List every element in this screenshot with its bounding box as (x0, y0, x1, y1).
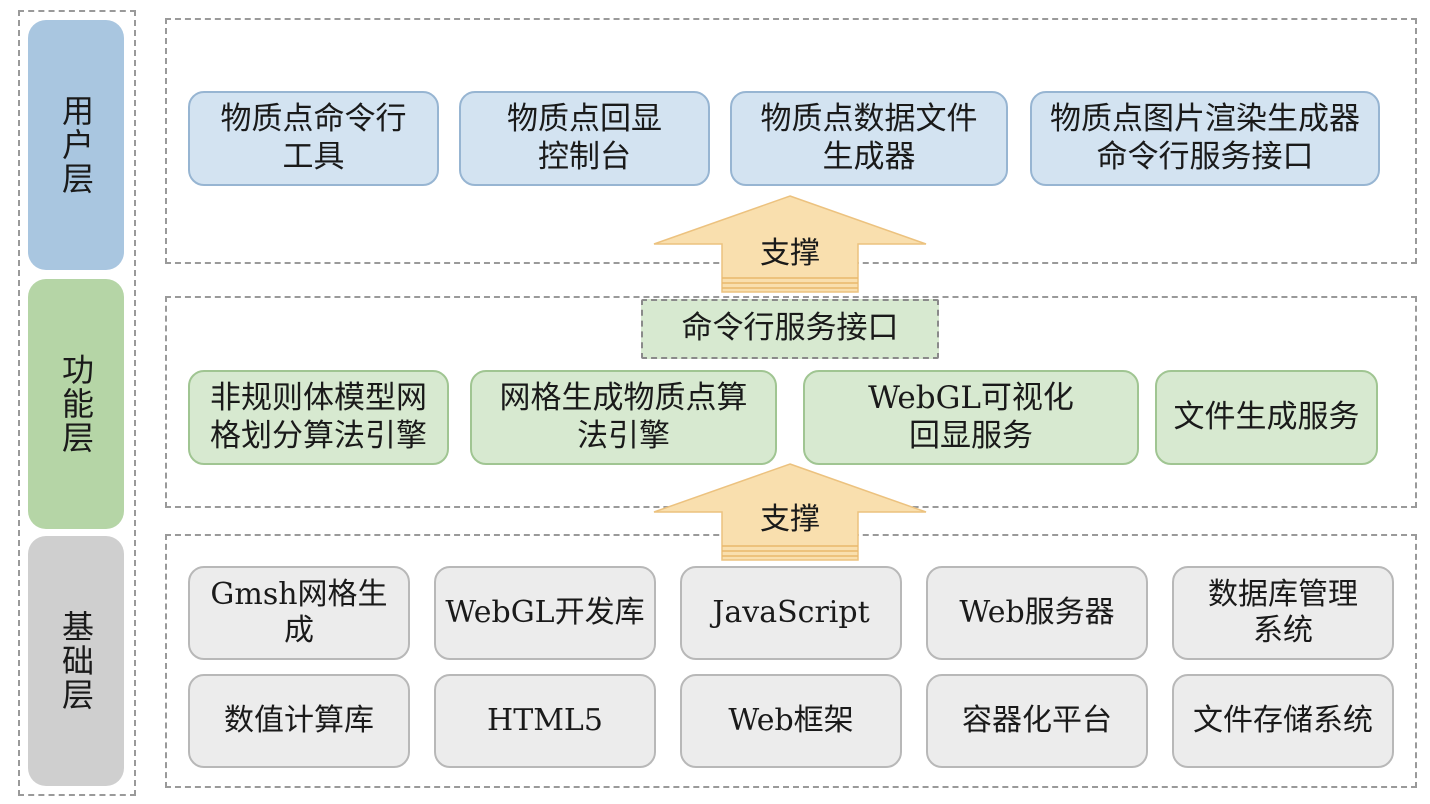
user-box-echo-console: 物质点回显 控制台 (459, 91, 710, 186)
function-box-mpm-engine: 网格生成物质点算 法引擎 (470, 370, 777, 465)
base-box-javascript: JavaScript (680, 566, 902, 660)
layer-label-function: 功能层 (28, 279, 124, 529)
base-box-dbms: 数据库管理 系统 (1172, 566, 1394, 660)
support-label-lower: 支撑 (760, 502, 820, 537)
base-box-numeric-lib: 数值计算库 (188, 674, 410, 768)
function-box-webgl-service: WebGL可视化 回显服务 (803, 370, 1139, 465)
base-box-gmsh: Gmsh网格生成 (188, 566, 410, 660)
user-box-data-file-generator: 物质点数据文件 生成器 (730, 91, 1008, 186)
support-label-upper: 支撑 (760, 236, 820, 271)
user-box-image-render-interface: 物质点图片渲染生成器 命令行服务接口 (1030, 91, 1380, 186)
layer-label-user: 用户层 (28, 20, 124, 270)
base-box-file-storage: 文件存储系统 (1172, 674, 1394, 768)
base-box-webgl-lib: WebGL开发库 (434, 566, 656, 660)
user-box-cli-tool: 物质点命令行 工具 (188, 91, 439, 186)
base-box-web-server: Web服务器 (926, 566, 1148, 660)
support-arrow-lower (653, 463, 927, 561)
layer-label-base: 基础层 (28, 536, 124, 786)
layer-column (18, 10, 136, 796)
base-box-html5: HTML5 (434, 674, 656, 768)
function-box-file-service: 文件生成服务 (1155, 370, 1378, 465)
support-arrow-upper (653, 195, 927, 293)
base-box-web-framework: Web框架 (680, 674, 902, 768)
base-box-container-platform: 容器化平台 (926, 674, 1148, 768)
function-box-mesh-engine: 非规则体模型网 格划分算法引擎 (188, 370, 449, 465)
function-interface-box: 命令行服务接口 (641, 299, 939, 359)
